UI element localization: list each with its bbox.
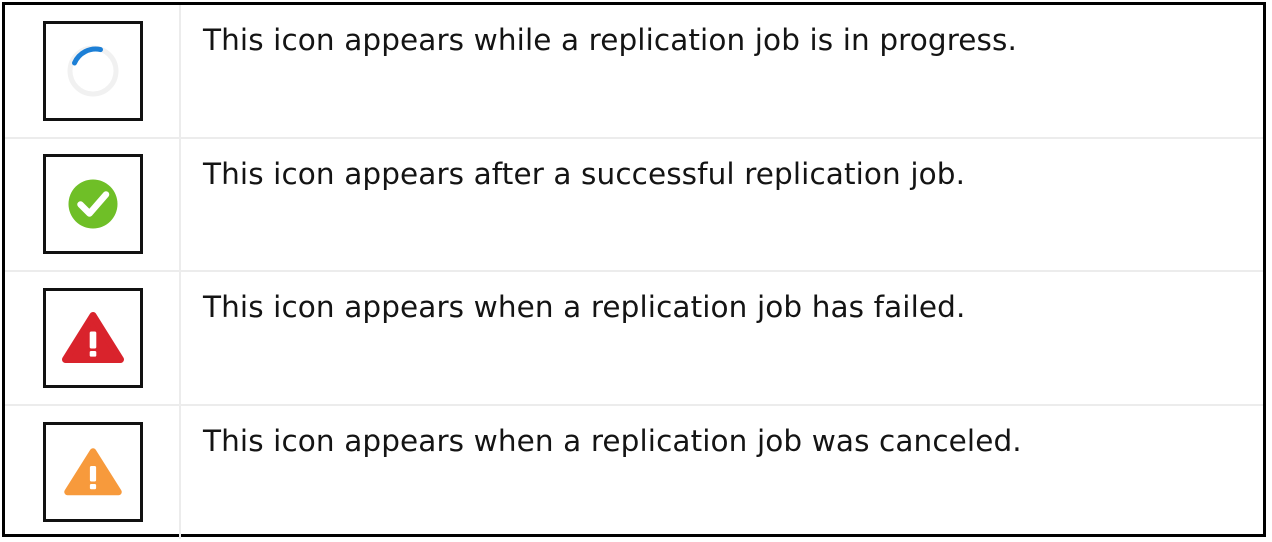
- spinner-in-progress-icon: [62, 40, 124, 102]
- table-row: This icon appears after a successful rep…: [5, 138, 1263, 272]
- icon-frame: [42, 422, 143, 523]
- icon-cell: [5, 405, 181, 539]
- description-cell: This icon appears while a replication jo…: [181, 5, 1263, 137]
- icon-frame: [42, 154, 143, 255]
- row-description: This icon appears after a successful rep…: [203, 156, 966, 191]
- row-description: This icon appears when a replication job…: [203, 290, 966, 324]
- icon-cell: [5, 5, 181, 137]
- table-row: This icon appears while a replication jo…: [5, 5, 1263, 139]
- table-row: This icon appears when a replication job…: [5, 405, 1263, 540]
- icon-frame: [42, 20, 143, 121]
- icon-cell: [5, 138, 181, 270]
- icon-cell: [5, 272, 181, 404]
- success-check-icon: [62, 173, 124, 235]
- warning-alert-triangle-icon: [63, 445, 123, 499]
- row-description: This icon appears when a replication job…: [203, 423, 1022, 458]
- description-cell: This icon appears when a replication job…: [181, 272, 1263, 404]
- row-description: This icon appears while a replication jo…: [203, 23, 1017, 57]
- error-alert-triangle-icon: [61, 309, 125, 367]
- table-row: This icon appears when a replication job…: [5, 272, 1263, 406]
- description-cell: This icon appears when a replication job…: [181, 406, 1263, 540]
- description-cell: This icon appears after a successful rep…: [181, 139, 1263, 271]
- icon-frame: [42, 287, 143, 388]
